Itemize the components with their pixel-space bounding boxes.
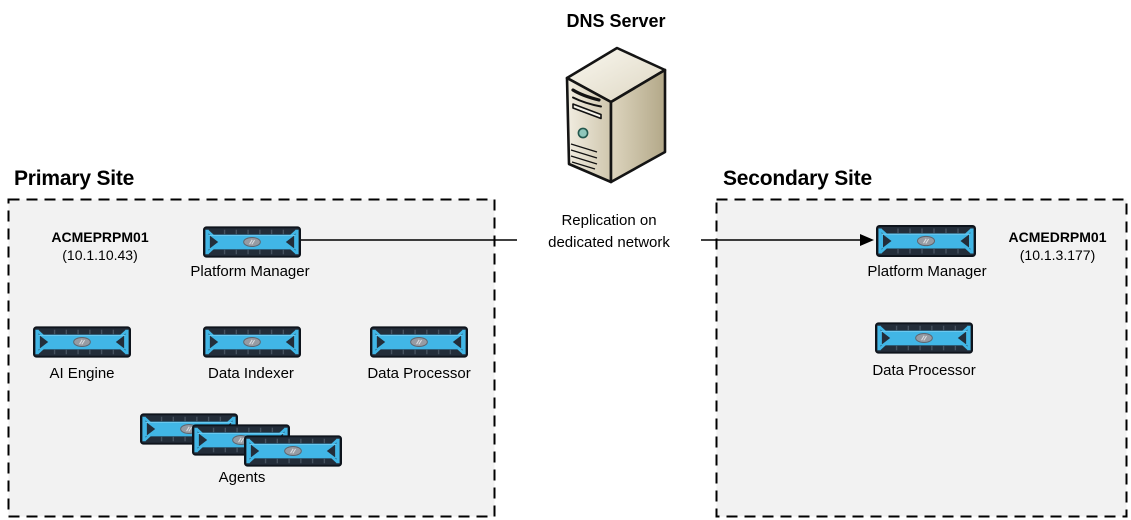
primary-platform-manager-appliance-icon [203,226,301,258]
data-indexer-appliance-icon [203,326,301,358]
data-indexer-label: Data Indexer [208,365,294,382]
primary-pm-hostname: ACMEPRPM01 [51,229,149,245]
replication-label: Replication on dedicated network [517,209,701,255]
secondary-platform-manager-appliance-icon [876,225,976,257]
dns-server-title: DNS Server [566,11,666,31]
agents-label: Agents [218,469,266,486]
secondary-data-processor-label: Data Processor [872,362,976,379]
primary-site-title: Primary Site [14,167,135,190]
secondary-data-processor-appliance-icon [875,322,973,354]
secondary-pm-host: ACMEDRPM01 (10.1.3.177) [990,228,1125,264]
ai-engine-label: AI Engine [49,365,115,382]
primary-pm-ip: (10.1.10.43) [62,247,138,263]
dns-server-icon [553,40,671,190]
primary-pm-host: ACMEPRPM01 (10.1.10.43) [30,228,170,264]
replication-label-line2: dedicated network [548,234,670,251]
primary-data-processor-label: Data Processor [367,365,471,382]
secondary-platform-manager-label: Platform Manager [867,263,987,280]
primary-data-processor-appliance-icon [370,326,468,358]
secondary-pm-ip: (10.1.3.177) [1019,247,1096,263]
secondary-pm-hostname: ACMEDRPM01 [1008,229,1107,245]
ai-engine-appliance-icon [33,326,131,358]
replication-label-line1: Replication on [561,212,657,229]
agent-appliance-icon-3 [244,435,342,467]
secondary-site-title: Secondary Site [723,167,872,190]
primary-platform-manager-label: Platform Manager [190,263,310,280]
